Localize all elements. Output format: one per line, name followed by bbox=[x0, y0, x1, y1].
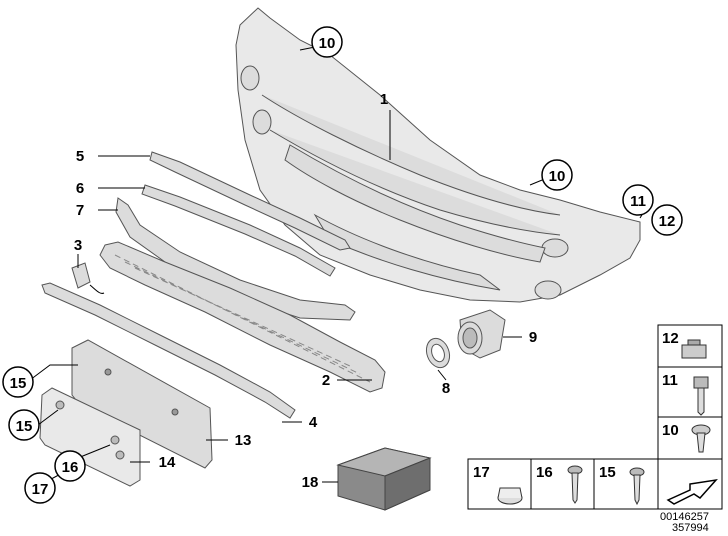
callout-16: 16 bbox=[62, 459, 79, 476]
callout-4: 4 bbox=[309, 414, 318, 431]
parts-box bbox=[336, 447, 432, 511]
callout-11: 11 bbox=[630, 193, 646, 210]
callout-15a: 15 bbox=[10, 375, 27, 392]
callout-15b: 15 bbox=[16, 418, 33, 435]
callout-circle-12 bbox=[651, 204, 683, 236]
callout-3: 3 bbox=[74, 237, 82, 254]
callout-9: 9 bbox=[529, 329, 537, 346]
leader-lines bbox=[29, 44, 646, 486]
callout-circle-10b bbox=[541, 159, 573, 191]
legend-number-17: 17 bbox=[473, 464, 490, 481]
screw-icon bbox=[567, 465, 583, 504]
bolt-icon bbox=[693, 376, 709, 416]
expanding-rivet-icon bbox=[691, 424, 711, 453]
callouts: 10 1 10 11 12 5 6 7 3 2 4 13 14 9 8 15 1… bbox=[2, 26, 683, 504]
legend-number-10: 10 bbox=[662, 422, 679, 439]
callout-circle-10a bbox=[311, 26, 343, 58]
callout-10a: 10 bbox=[319, 35, 336, 52]
callout-5: 5 bbox=[76, 148, 84, 165]
grille-clip bbox=[71, 262, 105, 294]
legend-cell-15 bbox=[593, 458, 659, 510]
legend-number-12: 12 bbox=[662, 330, 679, 347]
legend-number-16: 16 bbox=[536, 464, 553, 481]
grille bbox=[99, 241, 386, 393]
doc-number: 00146257 bbox=[660, 511, 709, 523]
legend-cell-10 bbox=[657, 416, 723, 460]
callout-2: 2 bbox=[322, 372, 330, 389]
callout-17: 17 bbox=[32, 481, 49, 498]
callout-13: 13 bbox=[235, 432, 252, 449]
lower-strip bbox=[41, 282, 296, 419]
callout-circle-15a bbox=[2, 366, 34, 398]
callout-10b: 10 bbox=[549, 168, 566, 185]
license-plate-holder bbox=[39, 387, 141, 487]
sensor-ring bbox=[425, 337, 451, 369]
callout-14: 14 bbox=[159, 454, 176, 471]
trim-strip-upper bbox=[149, 151, 351, 251]
legend-number-11: 11 bbox=[662, 372, 678, 389]
callout-circle-17 bbox=[24, 472, 56, 504]
arrow-icon bbox=[666, 478, 718, 505]
hardware-legend-right: 12 11 10 bbox=[657, 324, 723, 510]
sensor-housing bbox=[457, 309, 506, 359]
callout-7: 7 bbox=[76, 202, 84, 219]
hardware-legend-bottom: 17 16 15 bbox=[467, 458, 659, 510]
callout-circle-15b bbox=[8, 409, 40, 441]
callout-6: 6 bbox=[76, 180, 84, 197]
image-number: 357994 bbox=[672, 522, 709, 534]
self-tapping-screw-icon bbox=[629, 467, 645, 506]
bumper-cover bbox=[235, 7, 641, 303]
clip-nut-icon bbox=[681, 339, 707, 359]
trim-strip-middle bbox=[141, 184, 336, 277]
callout-1: 1 bbox=[380, 91, 388, 108]
license-plate-base bbox=[71, 339, 213, 469]
callout-8: 8 bbox=[442, 380, 450, 397]
callout-circle-11 bbox=[622, 184, 654, 216]
callout-circle-16 bbox=[54, 450, 86, 482]
cap-icon bbox=[497, 487, 523, 505]
legend-cell-11 bbox=[657, 366, 723, 418]
callout-18: 18 bbox=[302, 474, 319, 491]
callout-12: 12 bbox=[659, 213, 676, 230]
legend-number-15: 15 bbox=[599, 464, 616, 481]
